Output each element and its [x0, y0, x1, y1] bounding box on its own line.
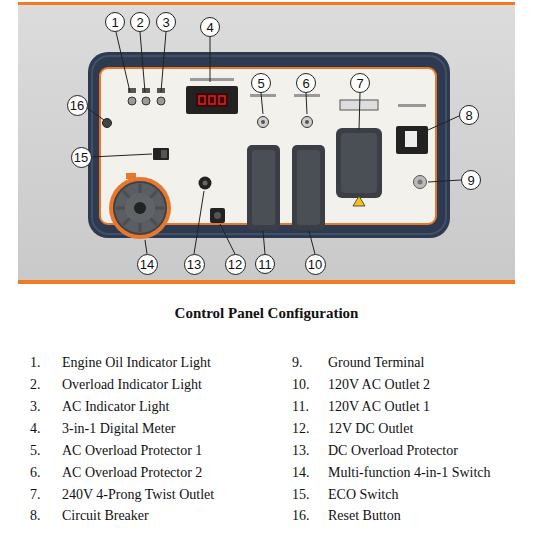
- part-name: Ground Terminal: [328, 354, 424, 372]
- part-name: Circuit Breaker: [62, 507, 149, 525]
- list-number: 9.: [292, 354, 303, 372]
- part-name: 120V AC Outlet 1: [328, 398, 430, 416]
- list-number: 1.: [30, 354, 41, 372]
- part-name: Reset Button: [328, 507, 401, 525]
- callout-circle: 8: [459, 105, 479, 125]
- callout-circle: 3: [156, 12, 176, 32]
- list-number: 2.: [30, 376, 41, 394]
- callout-number: 3: [162, 16, 169, 29]
- part-name: ECO Switch: [328, 486, 398, 504]
- list-number: 12.: [292, 420, 310, 438]
- part-name: Engine Oil Indicator Light: [62, 354, 211, 372]
- callout-circle: 4: [200, 17, 220, 37]
- part-name: AC Overload Protector 1: [62, 442, 202, 460]
- callout-circle: 13: [184, 254, 205, 275]
- callout-number: 9: [467, 174, 474, 187]
- callout-circle: 11: [255, 254, 275, 274]
- callout-number: 6: [302, 77, 309, 90]
- list-number: 14.: [292, 464, 310, 482]
- callout-number: 16: [70, 99, 84, 112]
- callout-number: 14: [140, 258, 154, 271]
- callout-number: 1: [111, 16, 118, 29]
- list-number: 16.: [292, 507, 310, 525]
- list-number: 7.: [30, 486, 41, 504]
- callout-circle: 1: [105, 12, 125, 32]
- callout-number: 5: [257, 77, 264, 90]
- callout-number: 13: [187, 258, 201, 271]
- callout-number: 10: [308, 258, 322, 271]
- list-number: 6.: [30, 464, 41, 482]
- callout-number: 12: [228, 258, 242, 271]
- callout-circle: 12: [225, 254, 246, 275]
- list-number: 8.: [30, 507, 41, 525]
- callout-circle: 16: [67, 95, 88, 116]
- list-number: 13.: [292, 442, 310, 460]
- list-number: 15.: [292, 486, 310, 504]
- list-number: 3.: [30, 398, 41, 416]
- callout-circle: 15: [71, 147, 92, 168]
- callout-circle: 5: [251, 73, 271, 93]
- part-name: 12V DC Outlet: [328, 420, 413, 438]
- list-number: 5.: [30, 442, 41, 460]
- panel-title: Control Panel Configuration: [0, 304, 533, 322]
- part-name: 3-in-1 Digital Meter: [62, 420, 176, 438]
- callout-circle: 9: [461, 170, 481, 190]
- callout-circle: 14: [137, 254, 158, 275]
- part-name: DC Overload Protector: [328, 442, 458, 460]
- callout-circle: 10: [305, 254, 326, 275]
- callout-number: 7: [356, 77, 363, 90]
- callout-number: 11: [258, 258, 272, 271]
- list-number: 10.: [292, 376, 310, 394]
- list-number: 11.: [292, 398, 309, 416]
- callout-circle: 6: [296, 73, 316, 93]
- callout-number: 8: [465, 109, 472, 122]
- callout-number: 2: [136, 16, 143, 29]
- part-name: Overload Indicator Light: [62, 376, 202, 394]
- part-name: Multi-function 4-in-1 Switch: [328, 464, 491, 482]
- callout-number: 15: [74, 151, 88, 164]
- part-name: AC Overload Protector 2: [62, 464, 202, 482]
- part-name: AC Indicator Light: [62, 398, 169, 416]
- part-name: 120V AC Outlet 2: [328, 376, 430, 394]
- list-number: 4.: [30, 420, 41, 438]
- callout-circle: 7: [350, 73, 370, 93]
- callout-circle: 2: [130, 12, 150, 32]
- part-name: 240V 4-Prong Twist Outlet: [62, 486, 214, 504]
- callout-number: 4: [206, 21, 213, 34]
